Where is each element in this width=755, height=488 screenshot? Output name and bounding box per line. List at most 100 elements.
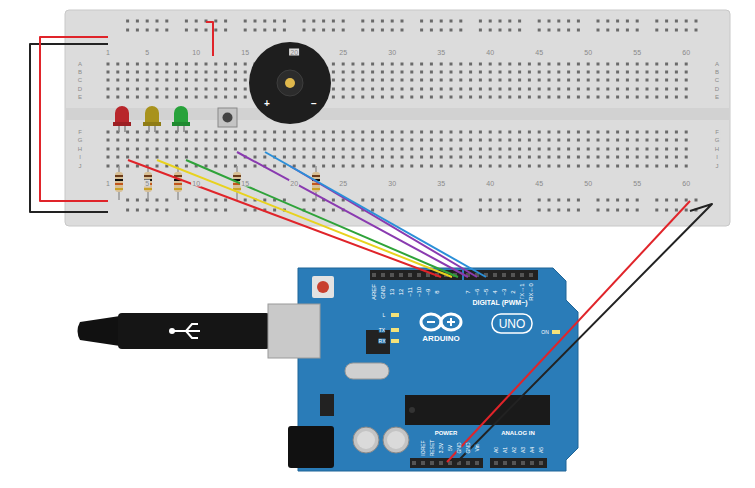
- breadboard-hole: [214, 148, 217, 151]
- breadboard-hole: [557, 20, 560, 23]
- breadboard-hole: [214, 96, 217, 99]
- breadboard-hole: [597, 209, 600, 212]
- breadboard-hole: [440, 148, 443, 151]
- breadboard-hole: [361, 96, 364, 99]
- row-letter: A: [77, 61, 83, 67]
- resistor-band: [144, 175, 152, 177]
- breadboard-hole: [577, 29, 580, 32]
- breadboard-hole: [430, 29, 433, 32]
- breadboard-hole: [548, 156, 551, 159]
- breadboard-hole: [450, 63, 453, 66]
- breadboard-hole: [450, 71, 453, 74]
- breadboard-hole: [587, 148, 590, 151]
- column-number: 15: [240, 49, 250, 56]
- breadboard-hole: [205, 131, 208, 134]
- breadboard-hole: [214, 63, 217, 66]
- breadboard-hole: [263, 148, 266, 151]
- pin-label: ~5: [483, 289, 489, 296]
- breadboard-hole: [459, 148, 462, 151]
- breadboard-hole: [489, 63, 492, 66]
- breadboard-hole: [479, 79, 482, 82]
- breadboard-hole: [440, 209, 443, 212]
- breadboard-hole: [391, 139, 394, 142]
- breadboard-hole: [244, 131, 247, 134]
- resistor-body: [115, 172, 123, 192]
- breadboard-hole: [185, 148, 188, 151]
- breadboard-hole: [430, 88, 433, 91]
- wire-blue: [265, 152, 486, 277]
- usb-icon: [169, 328, 175, 334]
- breadboard-hole: [312, 139, 315, 142]
- breadboard-hole: [214, 199, 217, 202]
- breadboard-hole: [312, 29, 315, 32]
- row-letter: H: [77, 146, 83, 152]
- header-pin: [390, 273, 394, 277]
- wire-yellow: [157, 160, 452, 277]
- breadboard-hole: [557, 165, 560, 168]
- breadboard-hole: [685, 63, 688, 66]
- breadboard-hole: [116, 96, 119, 99]
- breadboard-hole: [626, 88, 629, 91]
- breadboard-hole: [450, 148, 453, 151]
- column-number: 60: [681, 49, 691, 56]
- breadboard-hole: [175, 71, 178, 74]
- column-number: 35: [436, 180, 446, 187]
- capacitor: [383, 427, 409, 453]
- breadboard-hole: [626, 71, 629, 74]
- breadboard-hole: [244, 96, 247, 99]
- breadboard-hole: [185, 96, 188, 99]
- breadboard-hole: [450, 20, 453, 23]
- breadboard-hole: [606, 79, 609, 82]
- breadboard-hole: [146, 20, 149, 23]
- usb-icon: [172, 324, 200, 338]
- breadboard-hole: [655, 156, 658, 159]
- microcontroller: [409, 407, 415, 413]
- column-number: 55: [632, 49, 642, 56]
- breadboard-hole: [636, 79, 639, 82]
- breadboard-hole: [420, 209, 423, 212]
- row-letter: G: [714, 137, 721, 143]
- breadboard-hole: [450, 96, 453, 99]
- breadboard-hole: [175, 63, 178, 66]
- breadboard-hole: [685, 209, 688, 212]
- breadboard-hole: [646, 139, 649, 142]
- breadboard-hole: [165, 20, 168, 23]
- breadboard-hole: [577, 148, 580, 151]
- breadboard-hole: [587, 88, 590, 91]
- breadboard-hole: [499, 199, 502, 202]
- breadboard-hole: [420, 199, 423, 202]
- breadboard-hole: [371, 148, 374, 151]
- column-number: 45: [534, 49, 544, 56]
- breadboard-hole: [518, 88, 521, 91]
- breadboard-hole: [489, 209, 492, 212]
- breadboard-hole: [401, 209, 404, 212]
- column-number: 30: [387, 180, 397, 187]
- breadboard-hole: [665, 88, 668, 91]
- breadboard-hole: [655, 131, 658, 134]
- breadboard-hole: [116, 148, 119, 151]
- breadboard-hole: [508, 71, 511, 74]
- pin-label: RX←0: [528, 283, 534, 301]
- breadboard-hole: [685, 20, 688, 23]
- breadboard-hole: [577, 165, 580, 168]
- breadboard-hole: [518, 156, 521, 159]
- breadboard-hole: [312, 209, 315, 212]
- header-pin: [439, 461, 443, 465]
- breadboard-hole: [675, 29, 678, 32]
- header-pin: [494, 461, 498, 465]
- breadboard-hole: [548, 96, 551, 99]
- breadboard-hole: [665, 63, 668, 66]
- breadboard-hole: [567, 96, 570, 99]
- breadboard-hole: [548, 199, 551, 202]
- breadboard-hole: [655, 96, 658, 99]
- breadboard-hole: [254, 29, 257, 32]
- breadboard-hole: [273, 20, 276, 23]
- breadboard-hole: [185, 79, 188, 82]
- breadboard-hole: [381, 131, 384, 134]
- breadboard-hole: [391, 209, 394, 212]
- breadboard-hole: [185, 131, 188, 134]
- breadboard-hole: [469, 165, 472, 168]
- breadboard-hole: [616, 165, 619, 168]
- breadboard-hole: [508, 165, 511, 168]
